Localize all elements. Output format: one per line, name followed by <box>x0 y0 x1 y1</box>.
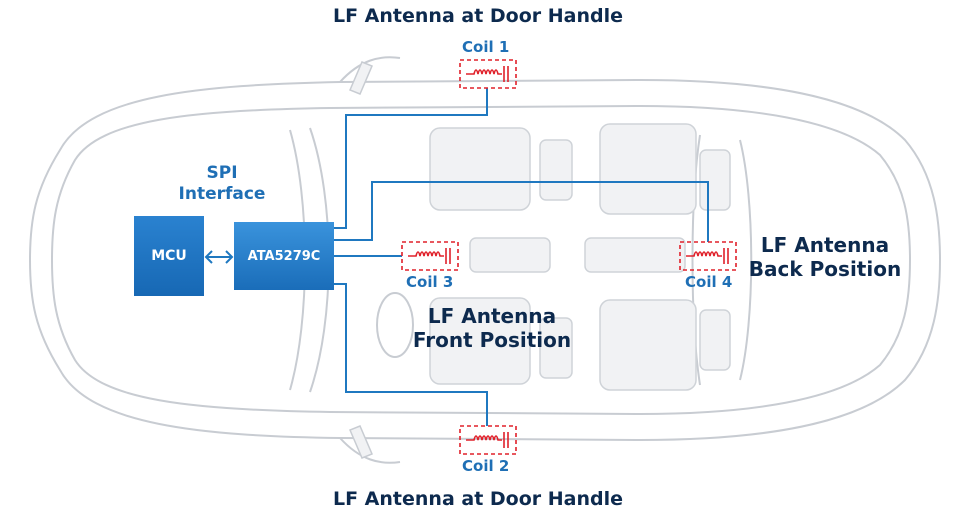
front-position-label: LF Antenna Front Position <box>400 304 584 352</box>
mcu-block: MCU <box>134 216 204 296</box>
spi-label-line2: Interface <box>178 184 266 204</box>
title-top: LF Antenna at Door Handle <box>332 5 624 27</box>
mirror-right <box>349 425 373 459</box>
coil2-label: Coil 2 <box>462 457 510 475</box>
ata5279c-block: ATA5279C <box>234 222 334 290</box>
coil4-label: Coil 4 <box>685 273 733 291</box>
mirror-left <box>349 61 373 95</box>
coil1-symbol <box>459 59 517 89</box>
back-label-line2: Back Position <box>748 257 902 281</box>
coil3-symbol <box>401 241 459 271</box>
back-label-line1: LF Antenna <box>760 233 890 257</box>
coil4-symbol <box>679 241 737 271</box>
coil3-label: Coil 3 <box>406 273 454 291</box>
coils <box>401 59 737 455</box>
spi-label-line1: SPI <box>206 163 238 183</box>
front-label-line1: LF Antenna <box>427 304 557 328</box>
coil2-symbol <box>459 425 517 455</box>
car-seats <box>429 123 731 391</box>
spi-arrow <box>204 250 234 264</box>
coil1-label: Coil 1 <box>462 38 510 56</box>
front-label-line2: Front Position <box>412 328 572 352</box>
wiring <box>334 88 709 426</box>
car-outline <box>28 56 942 464</box>
spi-interface-label: SPI Interface <box>172 163 272 205</box>
steering-wheel <box>376 292 414 358</box>
title-bottom: LF Antenna at Door Handle <box>332 488 624 510</box>
back-position-label: LF Antenna Back Position <box>740 233 910 281</box>
